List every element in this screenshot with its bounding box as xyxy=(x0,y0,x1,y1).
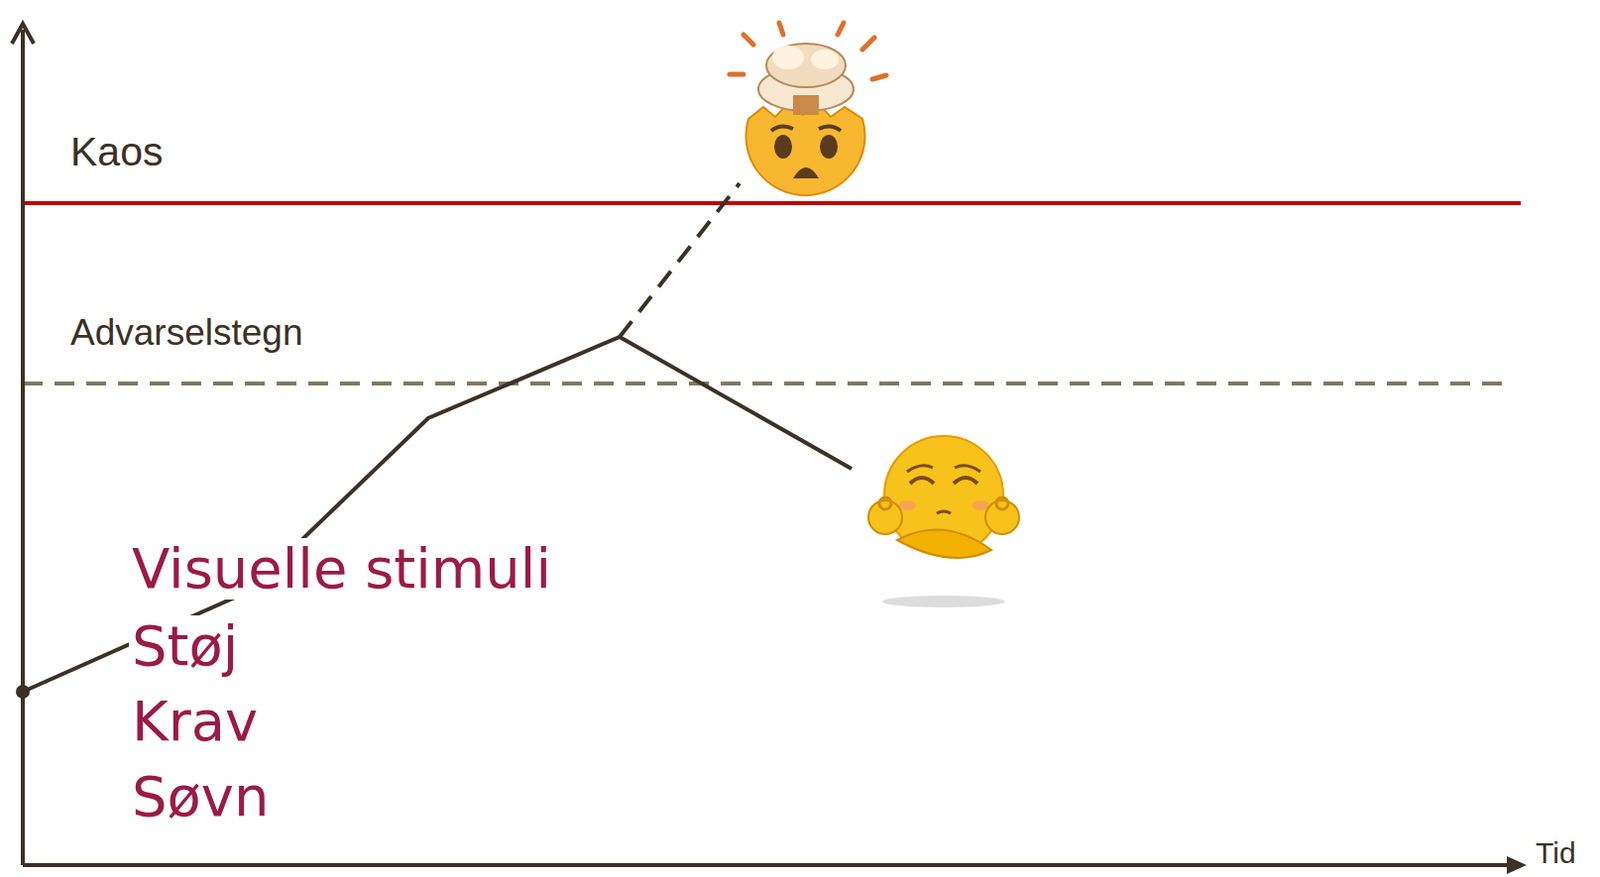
factor-label: Visuelle stimuli xyxy=(128,538,555,600)
y-axis xyxy=(20,29,25,866)
axis-label: Tid xyxy=(1532,836,1580,870)
chaos-threshold xyxy=(22,201,1521,206)
warning-threshold xyxy=(22,381,1505,386)
y-axis-arrow xyxy=(11,23,34,44)
x-axis-arrow xyxy=(1506,856,1527,875)
meditating-icon xyxy=(868,436,1020,608)
zone-label: Advarselstegn xyxy=(67,313,306,354)
factor-label: Søvn xyxy=(128,766,272,828)
exploding-head-icon xyxy=(729,22,887,196)
factor-label: Krav xyxy=(128,690,261,753)
x-axis xyxy=(22,863,1519,868)
stress-curve xyxy=(22,337,852,692)
escalation-curve xyxy=(619,183,740,338)
factor-label: Støj xyxy=(128,615,241,678)
zone-label: Kaos xyxy=(67,129,166,175)
start-dot xyxy=(15,685,30,699)
